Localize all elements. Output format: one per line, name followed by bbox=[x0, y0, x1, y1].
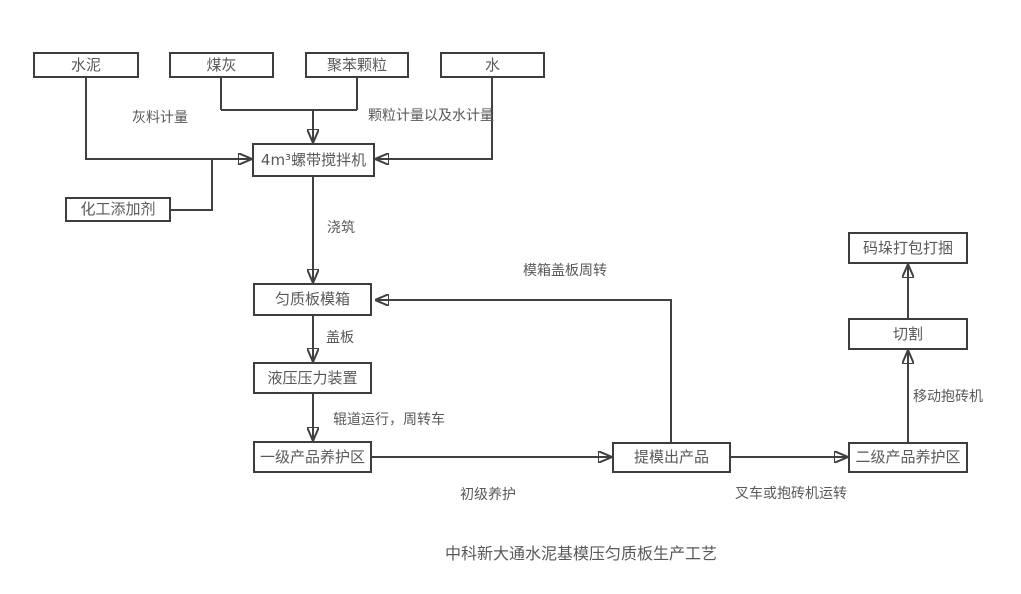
edge-label-primary-curing: 初级养护 bbox=[460, 487, 516, 503]
edge-label-pouring: 浇筑 bbox=[327, 220, 355, 236]
node-cutting: 切割 bbox=[848, 318, 968, 350]
edge-label-mold-cover-turnover: 模箱盖板周转 bbox=[523, 263, 607, 279]
node-coal-ash: 煤灰 bbox=[169, 52, 274, 78]
node-water: 水 bbox=[440, 52, 545, 78]
node-primary-curing-area: 一级产品养护区 bbox=[253, 441, 372, 473]
edge-label-mobile-brick-grabber: 移动抱砖机 bbox=[913, 389, 983, 405]
node-demold-product: 提模出产品 bbox=[612, 442, 731, 473]
node-hydraulic-press: 液压压力装置 bbox=[253, 362, 372, 394]
node-mixer: 4m³螺带搅拌机 bbox=[252, 143, 375, 177]
edge-label-ash-metering: 灰料计量 bbox=[132, 110, 188, 126]
connector-demold-loop-to-moldbox bbox=[375, 300, 672, 442]
edge-label-cover-plate: 盖板 bbox=[326, 330, 354, 346]
node-chemical-additive: 化工添加剂 bbox=[65, 197, 171, 222]
edge-label-particle-and-water-metering: 颗粒计量以及水计量 bbox=[368, 108, 494, 124]
edge-label-roller-transfer: 辊道运行，周转车 bbox=[333, 412, 445, 428]
diagram-title: 中科新大通水泥基模压匀质板生产工艺 bbox=[444, 544, 718, 563]
node-polystyrene-particles: 聚苯颗粒 bbox=[305, 52, 409, 78]
node-stack-pack-bundle: 码垛打包打捆 bbox=[848, 232, 968, 264]
edge-label-forklift-transfer: 叉车或抱砖机运转 bbox=[735, 486, 847, 502]
connector-water-to-mixer bbox=[375, 78, 493, 159]
node-mold-box: 匀质板模箱 bbox=[253, 283, 372, 316]
connector-cement-to-mixer bbox=[85, 78, 252, 159]
connector-additive-join bbox=[171, 159, 213, 211]
node-cement: 水泥 bbox=[33, 52, 139, 78]
node-secondary-curing-area: 二级产品养护区 bbox=[848, 442, 968, 473]
